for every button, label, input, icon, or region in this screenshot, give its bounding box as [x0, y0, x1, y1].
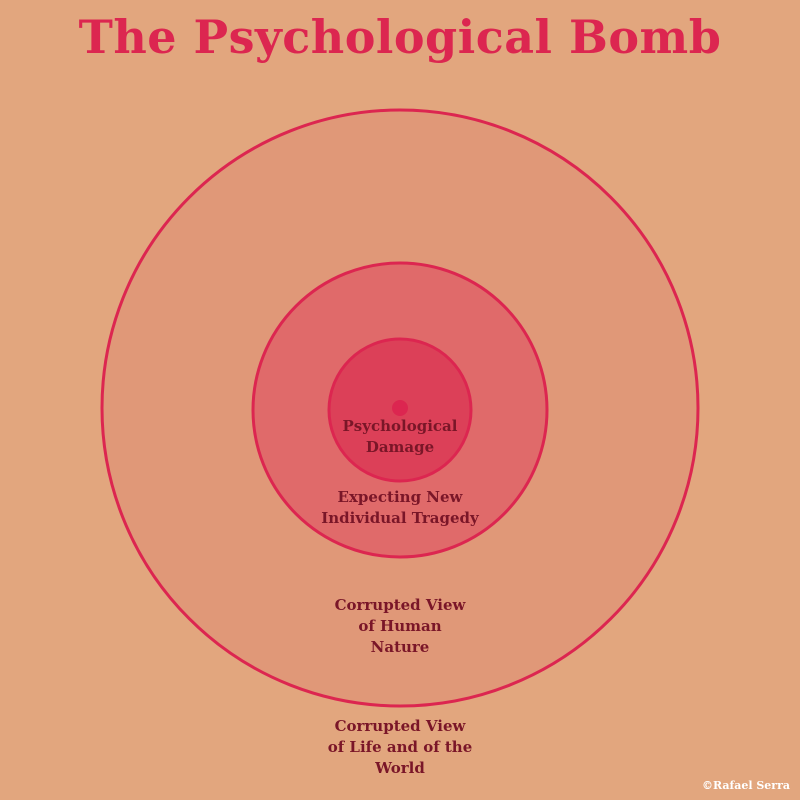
label-individual-tragedy: Expecting New Individual Tragedy [321, 488, 479, 527]
copyright-credit: ©Rafael Serra [701, 779, 790, 792]
label-human-nature: Corrupted View of Human Nature [334, 596, 466, 656]
page-title: The Psychological Bomb [78, 10, 722, 64]
center-dot [392, 400, 408, 416]
label-psychological-damage: Psychological Damage [342, 417, 458, 456]
label-life-and-world: Corrupted View of Life and of the World [327, 717, 473, 777]
